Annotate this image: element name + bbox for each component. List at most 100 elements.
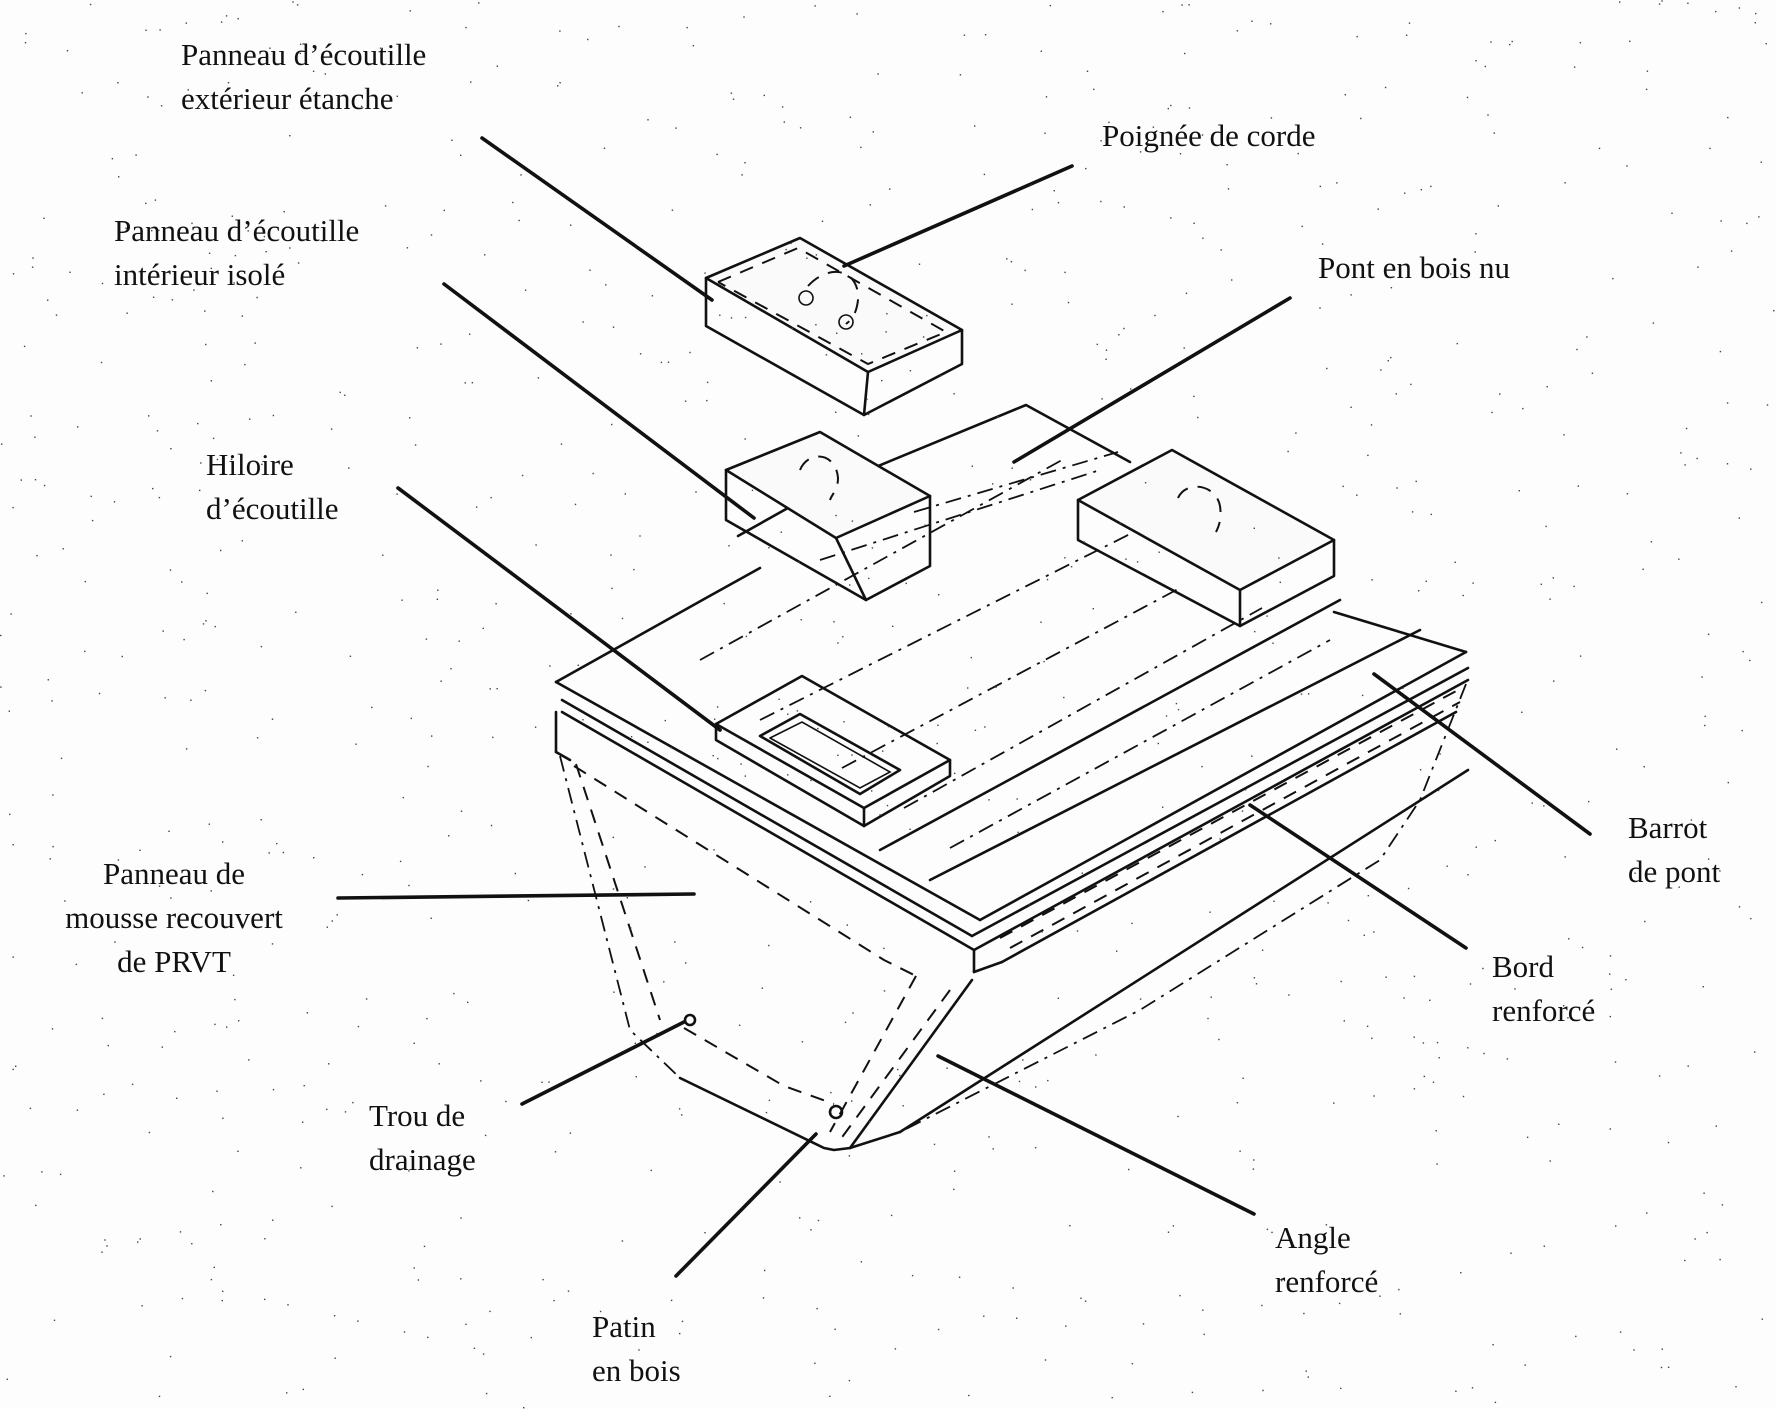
scan-speck [670, 1299, 673, 1302]
scan-speck [1022, 1059, 1024, 1061]
scan-speck [1080, 1297, 1082, 1299]
leader-outer-hatch [480, 136, 714, 302]
scan-speck [679, 1332, 681, 1335]
scan-speck [302, 1121, 304, 1123]
scan-speck [656, 1032, 658, 1035]
scan-speck [886, 804, 889, 807]
scan-speck [496, 688, 498, 690]
scan-speck [382, 554, 384, 556]
scan-speck [630, 927, 632, 929]
scan-speck [1629, 40, 1631, 42]
scan-speck [55, 314, 58, 316]
scan-speck [716, 153, 718, 156]
label-wood-skid: Patin en bois [592, 1309, 681, 1388]
scan-speck [170, 897, 172, 899]
scan-speck [567, 1290, 570, 1292]
scan-speck [1016, 798, 1018, 800]
scan-speck [438, 1063, 440, 1065]
scan-speck [220, 1224, 222, 1226]
scan-speck [744, 316, 747, 319]
scan-speck [409, 10, 411, 12]
scan-speck [1131, 922, 1133, 925]
scan-speck [1251, 20, 1253, 22]
scan-speck [730, 92, 733, 94]
scan-speck [1652, 322, 1655, 324]
scan-speck [689, 351, 691, 354]
scan-speck [569, 1132, 572, 1134]
scan-speck [1531, 802, 1533, 804]
scan-speck [111, 158, 114, 160]
scan-speck [1356, 35, 1358, 38]
scan-speck [557, 85, 559, 87]
scan-speck [101, 1017, 104, 1020]
scan-speck [1367, 895, 1369, 897]
scan-speck [1034, 1147, 1037, 1149]
scan-speck [692, 45, 695, 47]
scan-speck [66, 50, 69, 52]
scan-speck [861, 353, 863, 355]
scan-speck [1162, 10, 1164, 13]
scan-speck [1696, 457, 1698, 460]
scan-speck [296, 4, 299, 6]
scan-speck [1125, 558, 1127, 560]
scan-speck [1411, 511, 1414, 513]
scan-speck [899, 1074, 901, 1077]
scan-speck [612, 888, 615, 890]
scan-speck [451, 139, 453, 141]
scan-speck [12, 273, 15, 275]
scan-speck [430, 234, 433, 236]
scan-speck [937, 1328, 940, 1331]
scan-speck [396, 493, 398, 495]
scan-speck [1253, 977, 1256, 979]
scan-speck [1006, 258, 1008, 260]
scan-speck [60, 757, 63, 760]
scan-speck [1262, 1389, 1264, 1392]
scan-speck [825, 354, 828, 356]
scan-speck [713, 849, 715, 851]
scan-speck [1609, 1128, 1611, 1130]
scan-speck [897, 1068, 899, 1071]
scan-speck [1063, 696, 1065, 699]
scan-speck [1, 443, 3, 445]
scan-speck [933, 1143, 936, 1146]
scan-speck [1123, 206, 1125, 208]
scan-speck [104, 1239, 106, 1241]
scan-speck [1413, 1088, 1416, 1090]
scan-speck [1726, 463, 1729, 465]
scan-speck [582, 321, 584, 323]
scan-speck [1385, 976, 1387, 978]
scan-speck [322, 240, 324, 242]
scan-speck [1758, 216, 1760, 218]
scan-speck [1390, 356, 1392, 359]
scan-speck [247, 230, 249, 232]
scan-speck [1543, 805, 1545, 807]
inner-hatch-panel-left [724, 430, 932, 602]
scan-speck [1568, 938, 1570, 940]
scan-speck [1327, 902, 1329, 904]
scan-speck [1738, 7, 1741, 9]
scan-speck [971, 465, 973, 467]
scan-speck [798, 561, 800, 563]
scan-speck [1065, 1325, 1067, 1327]
scan-speck [269, 47, 271, 49]
scan-speck [36, 554, 38, 557]
scan-speck [330, 428, 333, 430]
leader-drain-hole [520, 1020, 686, 1106]
scan-speck [272, 414, 275, 417]
scan-speck [396, 95, 398, 97]
scan-speck [1016, 1317, 1018, 1319]
scan-speck [968, 1394, 970, 1397]
scan-speck [25, 32, 27, 35]
scan-speck [1139, 998, 1142, 1000]
scan-speck [1010, 261, 1013, 263]
scan-speck [1567, 1017, 1569, 1019]
scan-speck [326, 926, 328, 928]
scan-speck [852, 1012, 854, 1014]
scan-speck [685, 962, 687, 964]
scan-speck [868, 577, 870, 580]
scan-speck [1552, 577, 1554, 579]
scan-speck [168, 830, 170, 832]
scan-speck [289, 135, 291, 137]
scan-speck [660, 361, 663, 364]
scan-speck [1438, 1057, 1440, 1059]
